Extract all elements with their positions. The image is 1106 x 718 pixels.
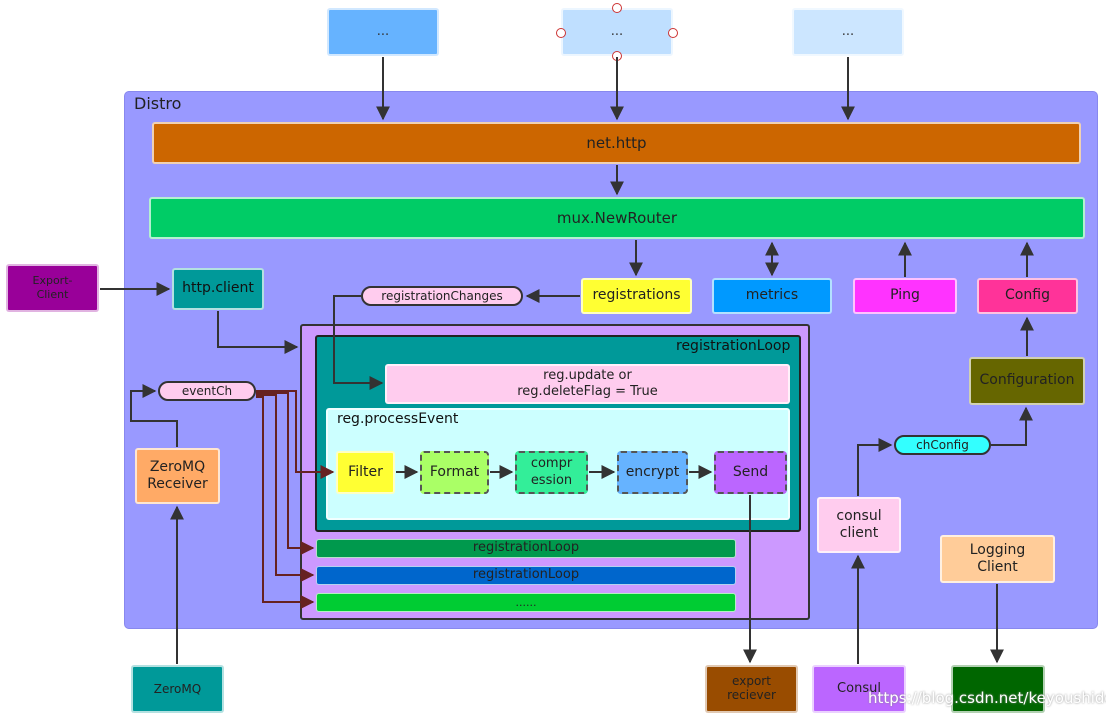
event-ch-channel[interactable]: eventCh [158,381,256,401]
registrations-box[interactable]: registrations [581,278,692,314]
process-event-title: reg.processEvent [337,411,459,427]
top-box-3[interactable]: ... [792,8,904,56]
encrypt-box[interactable]: encrypt [617,451,688,494]
export-receiver-box[interactable]: export reciever [705,665,798,713]
configuration-box[interactable]: Configuration [969,357,1085,405]
logging-bottom-box[interactable] [951,665,1045,713]
consul-box[interactable]: Consul [812,665,906,713]
mux-router-bar[interactable]: mux.NewRouter [149,197,1085,239]
registration-loop-bar-3[interactable]: ...... [316,593,736,612]
ch-config-channel[interactable]: chConfig [894,435,991,455]
top-box-2[interactable]: ... [561,8,673,56]
filter-box[interactable]: Filter [336,451,395,494]
consul-client-box[interactable]: consul client [817,497,901,553]
metrics-box[interactable]: metrics [712,278,832,314]
zeromq-box[interactable]: ZeroMQ [131,665,224,713]
compression-box[interactable]: compr ession [515,451,588,494]
registration-loop-bar-1[interactable]: registrationLoop [316,539,736,558]
export-client-box[interactable]: Export- Client [6,264,99,312]
distro-label: Distro [134,94,182,113]
http-client-box[interactable]: http.client [172,268,264,310]
send-box[interactable]: Send [714,451,787,494]
watermark-text: https://blog.csdn.net/keyoushide [868,689,1106,707]
selection-handle-left[interactable] [556,28,566,38]
selection-handle-bottom[interactable] [612,51,622,61]
net-http-bar[interactable]: net.http [152,122,1081,164]
selection-handle-top[interactable] [612,3,622,13]
selection-handle-right[interactable] [668,28,678,38]
format-box[interactable]: Format [420,451,489,494]
registration-changes-channel[interactable]: registrationChanges [361,286,523,306]
reg-update-box[interactable]: reg.update or reg.deleteFlag = True [385,364,790,404]
ping-box[interactable]: Ping [853,278,957,314]
registration-loop-title: registrationLoop [676,338,791,354]
zeromq-receiver-box[interactable]: ZeroMQ Receiver [135,448,220,504]
config-box[interactable]: Config [977,278,1078,314]
top-box-1[interactable]: ... [327,8,439,56]
registration-loop-bar-2[interactable]: registrationLoop [316,566,736,585]
logging-client-box[interactable]: Logging Client [940,535,1055,583]
